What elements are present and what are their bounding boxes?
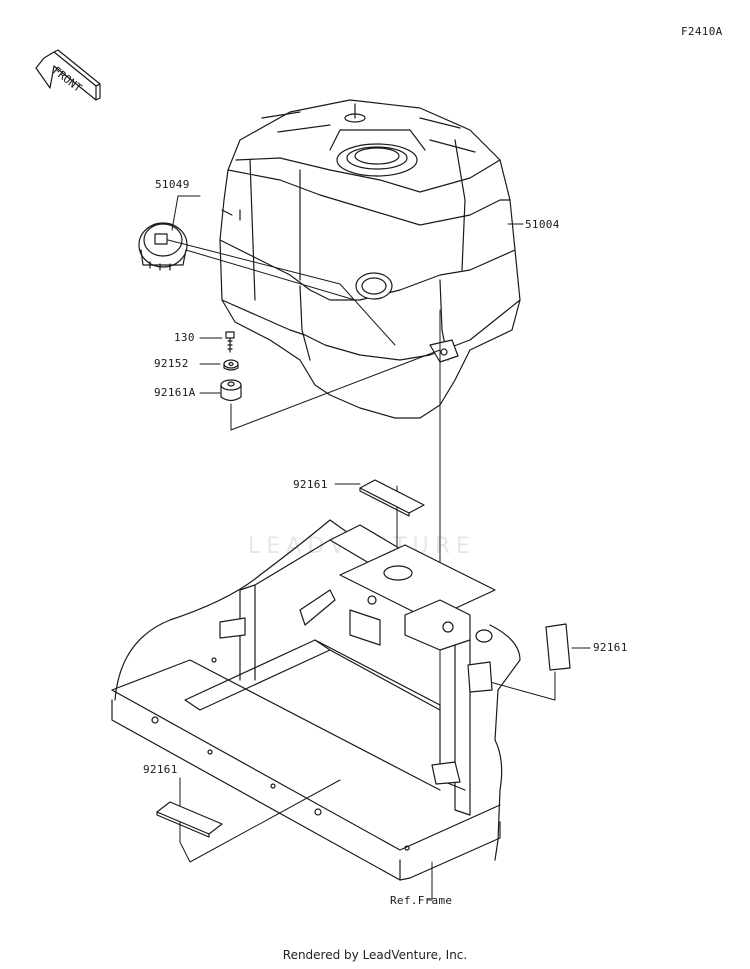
- part-label-92161-bottom: 92161: [143, 763, 178, 776]
- rubber-pad-bottom: [156, 801, 223, 838]
- front-arrow-icon: FRONT: [35, 49, 101, 101]
- frame: [111, 519, 521, 881]
- washer-92152: [223, 359, 239, 371]
- grommet-92161a: [220, 379, 242, 402]
- filler-cap: [138, 222, 188, 271]
- part-label-92161a: 92161A: [154, 386, 196, 399]
- part-label-92161-right: 92161: [593, 641, 628, 654]
- rubber-pad-top: [359, 479, 425, 517]
- diagram-code: F2410A: [681, 25, 723, 38]
- part-label-130: 130: [174, 331, 195, 344]
- part-label-92152: 92152: [154, 357, 189, 370]
- fuel-tank: [219, 99, 521, 419]
- footer-credit: Rendered by LeadVenture, Inc.: [282, 948, 468, 962]
- part-label-51004: 51004: [525, 218, 560, 231]
- leader-lines: [167, 195, 591, 901]
- part-label-51049: 51049: [155, 178, 190, 191]
- rubber-pad-right: [545, 623, 571, 671]
- part-label-92161-top: 92161: [293, 478, 328, 491]
- bolt-130: [225, 331, 235, 353]
- ref-frame-label: Ref.Frame: [390, 894, 453, 907]
